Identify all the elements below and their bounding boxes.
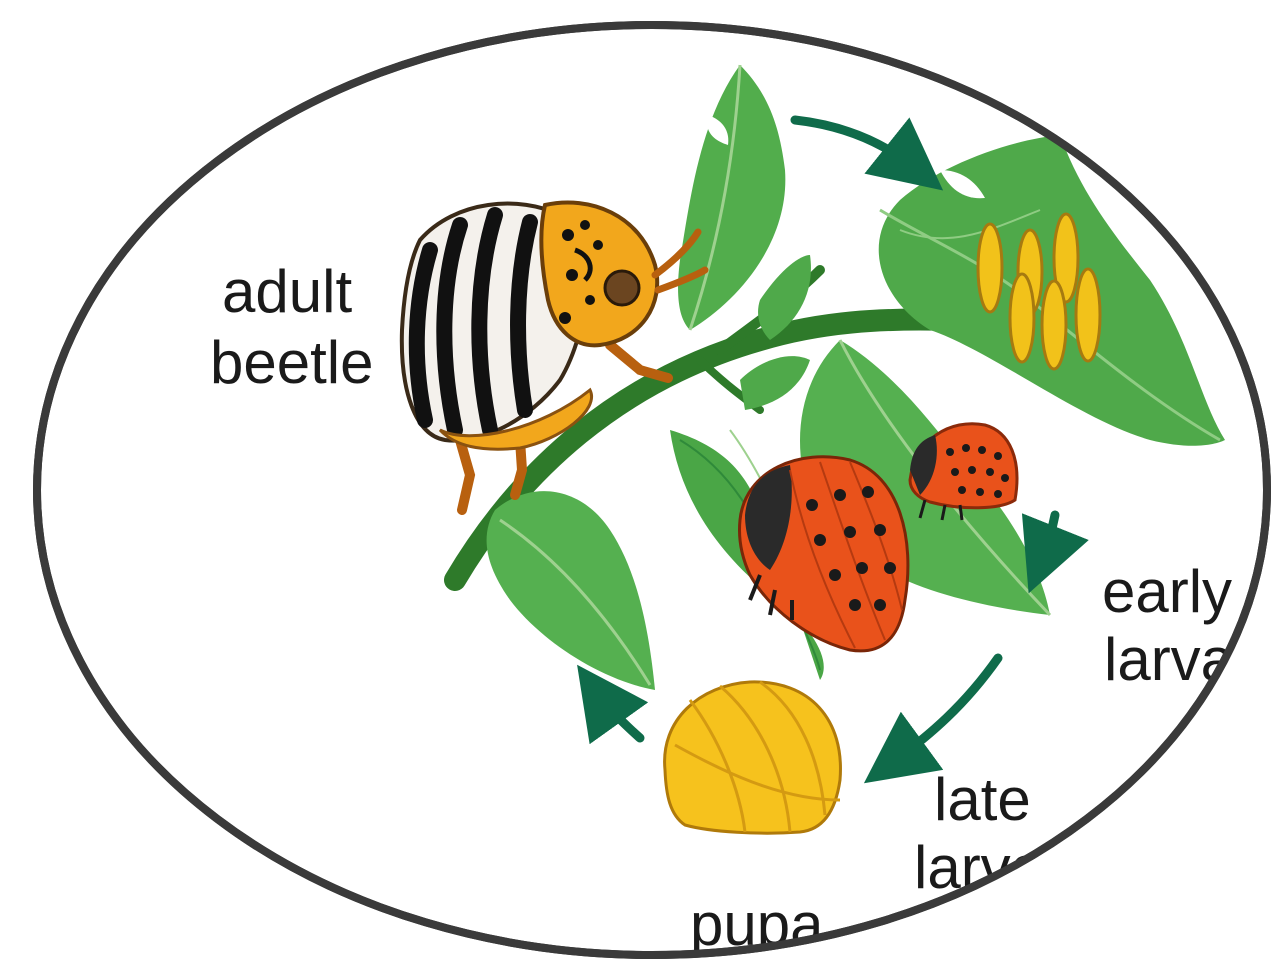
label-early-line1: early — [1102, 558, 1232, 625]
label-late-line1: late — [934, 766, 1031, 833]
label-adult-line1: adult — [222, 258, 352, 325]
label-adult-line2: beetle — [210, 329, 373, 396]
label-late-line2: larva — [914, 834, 1045, 901]
cycle-oval-frame — [37, 25, 1267, 955]
pupa-illustration — [665, 682, 841, 833]
